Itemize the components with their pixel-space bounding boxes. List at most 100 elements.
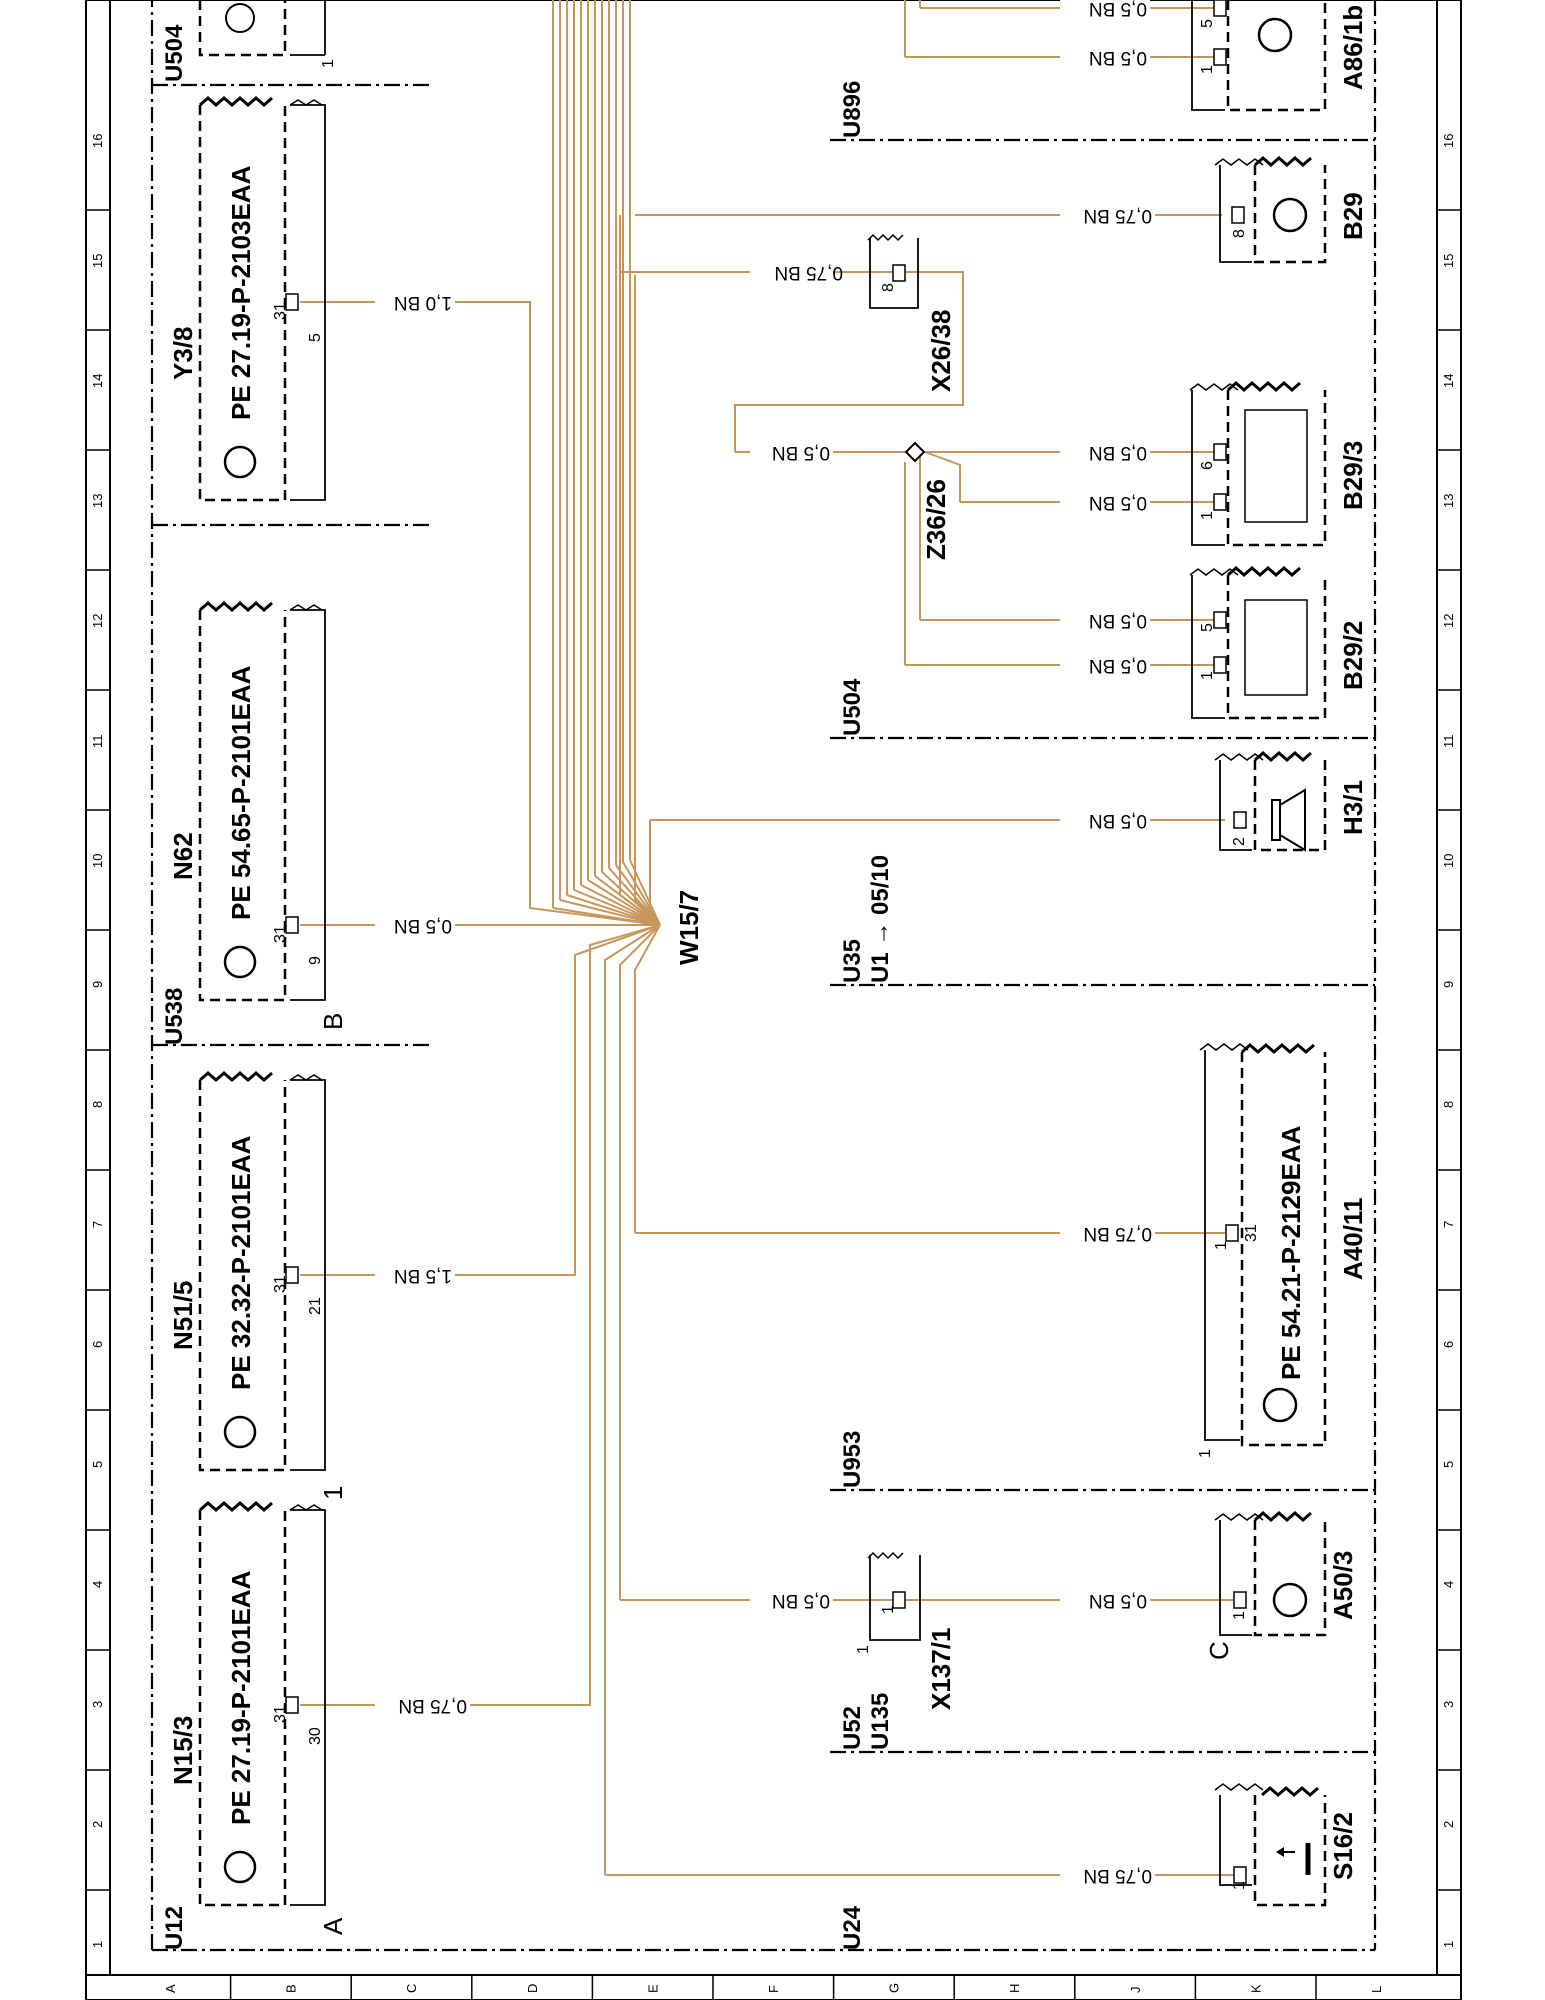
grid-row-label: E: [645, 1984, 660, 1993]
grid-column-label: 10: [90, 854, 105, 868]
grid-column-label: 16: [90, 134, 105, 148]
zone-u504-top: U504: [161, 24, 188, 82]
grid-column-label: 3: [90, 1701, 105, 1708]
a86-1b-label: A86/1b: [1338, 5, 1368, 90]
component-b29: 8 B29: [1214, 156, 1368, 264]
left-component-pin-side: 21: [307, 1297, 324, 1315]
component-h3-1: 2 H3/1: [1214, 751, 1368, 852]
component-x137-1: 1 1 X137/1: [855, 1551, 956, 1710]
left-component-ref: PE 54.65-P-2101EAA: [226, 665, 256, 920]
b29-label: B29: [1338, 192, 1368, 240]
wire-label-backgrounds: [375, 0, 1155, 1888]
grid-column-label: 14: [1441, 374, 1456, 388]
grid-column-label: 2: [1441, 1821, 1456, 1828]
b29-2-pin-a: 1: [1199, 671, 1216, 680]
grid-column-label: 4: [1441, 1581, 1456, 1588]
left-component-name: N62: [168, 832, 198, 880]
left-component-pin: 31: [272, 1705, 289, 1723]
top-stub-component: 1: [198, 0, 337, 68]
b29-pin: 8: [1231, 229, 1248, 238]
zone-labels: U12 U538 U504 U24 U52 U135 U953 U35 U1 →…: [161, 24, 894, 1950]
component-b29-2: 1 5 B29/2: [1189, 566, 1368, 720]
grid-column-label: 3: [1441, 1701, 1456, 1708]
left-component-name: Y3/8: [168, 327, 198, 381]
component-b29-3: 1 6 B29/3: [1189, 381, 1368, 547]
s16-2-pin: 1: [1231, 1881, 1248, 1890]
grid-row-label: A: [163, 1984, 178, 1993]
component-a86-1b: 1 5 A86/1b: [1191, 0, 1368, 112]
grid-column-label: 5: [1441, 1461, 1456, 1468]
grid-column-label: 10: [1441, 854, 1456, 868]
x137-1-pin: 1: [880, 1605, 897, 1614]
wire-label-b29-2-a: 0,5 BN: [1089, 655, 1147, 676]
left-component-ref: PE 32.32-P-2101EAA: [226, 1135, 256, 1390]
left-component-pin-side: 9: [307, 956, 324, 965]
grid-row-label: C: [404, 1984, 419, 1993]
harness-wires: [300, 0, 1240, 1876]
b29-3-pin-b: 6: [1199, 461, 1216, 470]
drawing-frame: [85, 0, 1462, 2000]
a40-11-ref: PE 54.21-P-2129EAA: [1276, 1125, 1306, 1380]
grid-column-label: 11: [1441, 735, 1456, 749]
grid-column-label: 1: [1441, 1941, 1456, 1948]
zone-u896: U896: [839, 81, 866, 138]
b29-2-pin-b: 5: [1199, 623, 1216, 632]
grid-column-label: 12: [1441, 614, 1456, 628]
a86-1b-pin-a: 1: [1199, 65, 1216, 74]
grid-column-label: 13: [1441, 494, 1456, 508]
left-component-pin-side: 5: [307, 333, 324, 342]
wire-label-x26-38: 0,75 BN: [774, 262, 843, 283]
wire-label-b29: 0,75 BN: [1083, 205, 1152, 226]
a40-11-label: A40/11: [1338, 1198, 1368, 1280]
zone-u52: U52: [839, 1706, 866, 1750]
left-component-pin: 31: [272, 302, 289, 320]
splice-w15-7: W15/7: [674, 890, 704, 965]
a50-3-pin: 1: [1231, 1611, 1248, 1620]
zone-u953: U953: [839, 1431, 866, 1488]
x26-38-pin: 8: [880, 283, 897, 292]
a40-11-corner: 1: [1197, 1449, 1214, 1458]
wire-label-b29-3-b: 0,5 BN: [1089, 442, 1147, 463]
a40-11-pin-side: 1: [1213, 1241, 1230, 1250]
grid-row-label: K: [1248, 1984, 1263, 1993]
grid-column-label: 1: [90, 1941, 105, 1948]
grid-column-label: 2: [90, 1821, 105, 1828]
zone-u538: U538: [161, 988, 188, 1045]
component-z36-26: Z36/26: [904, 441, 951, 560]
x137-1-label: X137/1: [926, 1628, 956, 1710]
left-component-name: N15/3: [168, 1716, 198, 1785]
grid-column-label: 12: [90, 614, 105, 628]
wire-label-h3-1: 0,5 BN: [1089, 810, 1147, 831]
wire-label-a86-1b-b: 0,5 BN: [1089, 0, 1147, 19]
grid-column-label: 4: [90, 1581, 105, 1588]
grid-row-label: J: [1128, 1987, 1143, 1994]
component-a40-11: 31 1 1 PE 54.21-P-2129EAA A40/11: [1197, 1043, 1368, 1458]
grid-column-label: 7: [90, 1221, 105, 1228]
b29-3-label: B29/3: [1338, 441, 1368, 510]
grid-column-label: 6: [90, 1341, 105, 1348]
wire-label-a86-1b-a: 0,5 BN: [1089, 47, 1147, 68]
b29-2-label: B29/2: [1338, 621, 1368, 690]
component-x26-38: 8 X26/38: [867, 233, 956, 392]
component-s16-2: 1 S16/2: [1214, 1783, 1358, 1907]
grid-row-label: F: [766, 1985, 781, 1993]
grid-column-label: 11: [90, 735, 105, 749]
grid-row-label: G: [887, 1983, 902, 1993]
grid-column-label: 15: [1441, 254, 1456, 268]
zone-u24: U24: [839, 1905, 866, 1950]
grid-column-label: 13: [90, 494, 105, 508]
grid-column-label: 14: [90, 374, 105, 388]
wire-label-n62: 0,5 BN: [394, 915, 452, 936]
wire-label-b29-2-b: 0,5 BN: [1089, 610, 1147, 631]
left-component-ref: PE 27.19-P-2101EAA: [226, 1570, 256, 1825]
wire-label-z36-26: 0,5 BN: [772, 442, 830, 463]
grid-column-label: 9: [90, 981, 105, 988]
s16-2-label: S16/2: [1328, 1812, 1358, 1880]
wire-label-y3-8: 1,0 BN: [394, 292, 452, 313]
grid-row-label: H: [1007, 1984, 1022, 1993]
